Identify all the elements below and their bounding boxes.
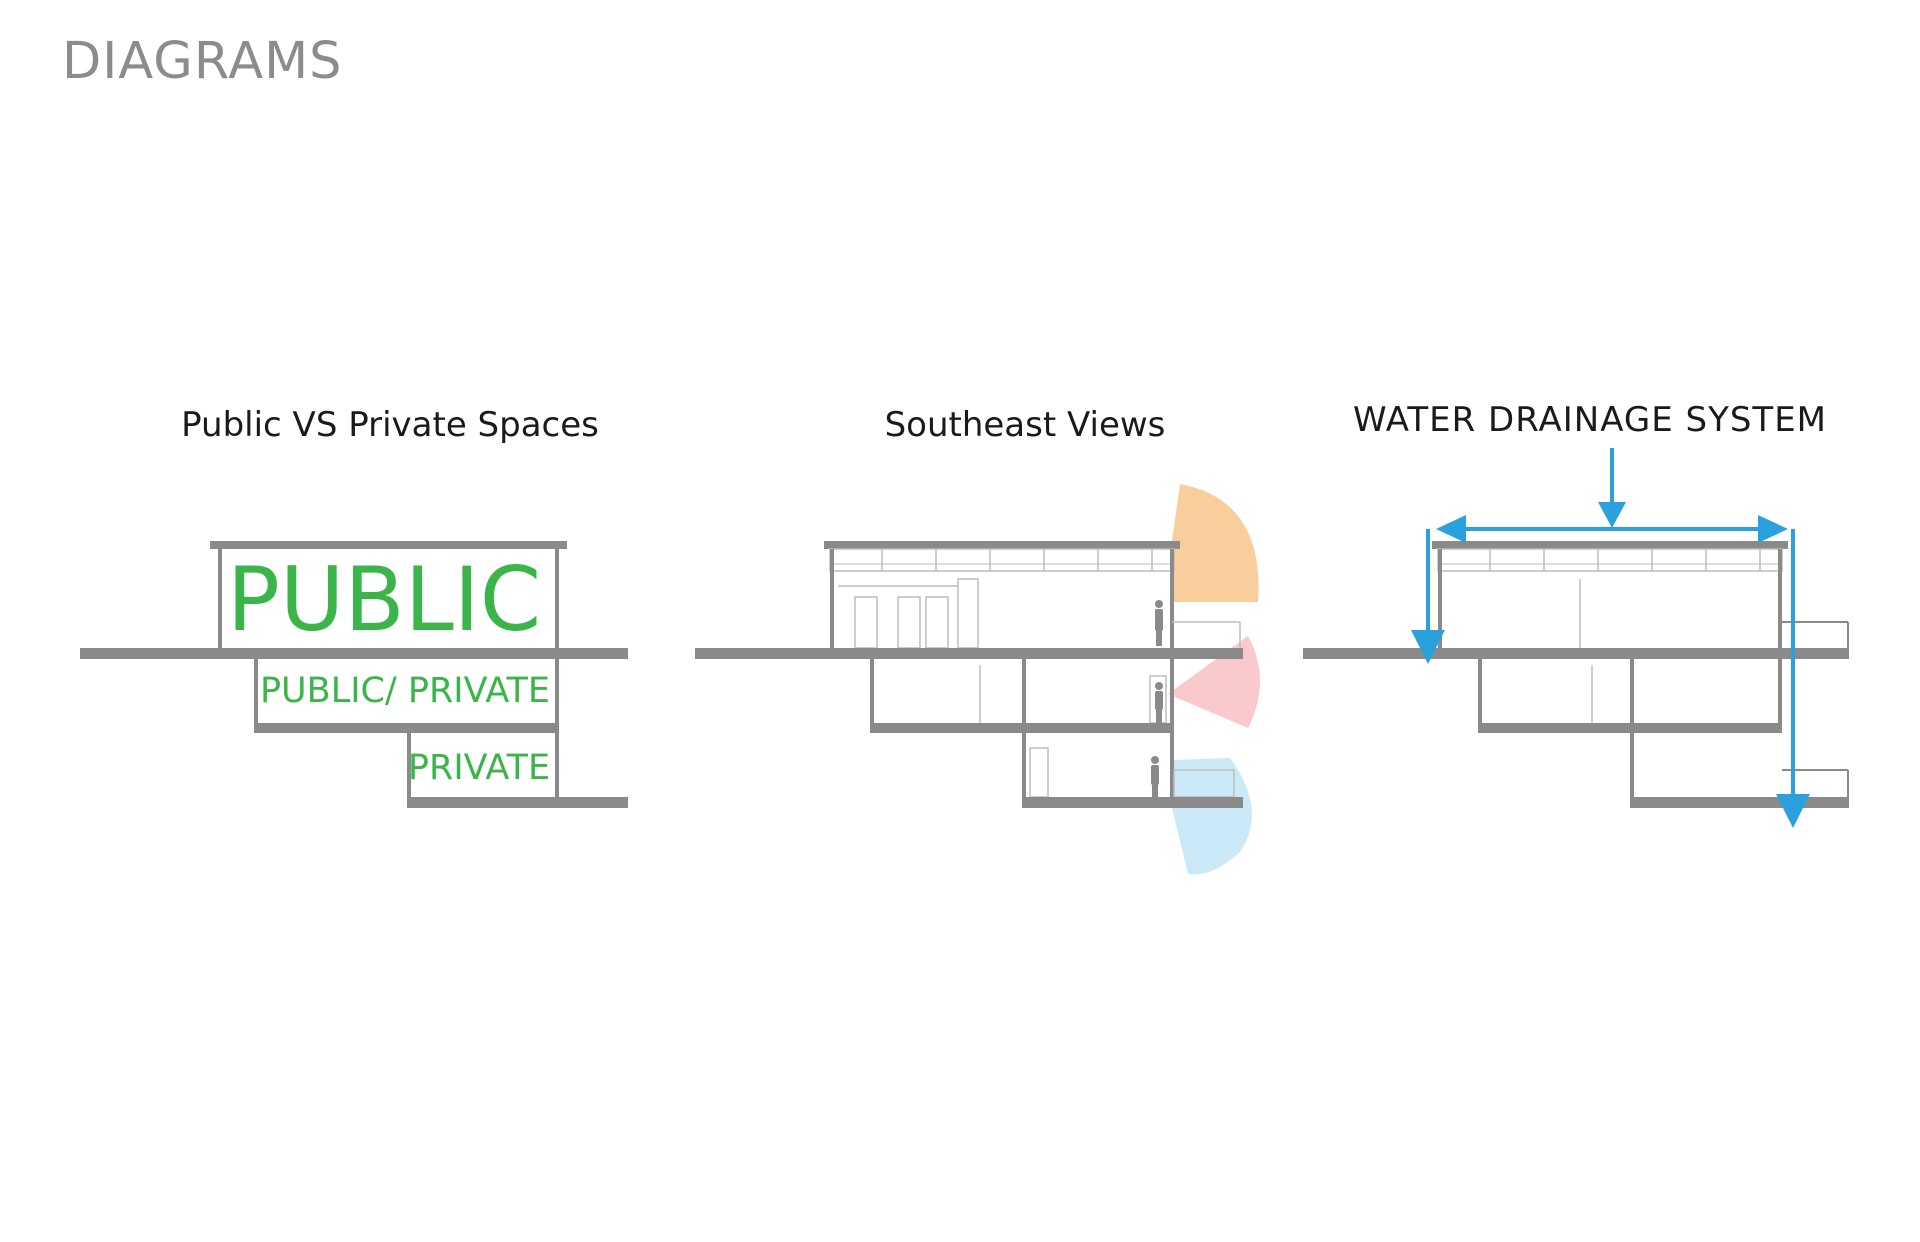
wall xyxy=(1438,549,1442,648)
person-figure-lower xyxy=(1151,756,1159,797)
arrow-head-right-icon xyxy=(1758,515,1788,543)
wall xyxy=(1778,549,1782,648)
middle-slab xyxy=(254,723,559,733)
lower-slab xyxy=(1022,797,1243,808)
clerestory-mullions xyxy=(1489,549,1761,571)
arrow-head-left-icon xyxy=(1436,515,1466,543)
view-cone-blue xyxy=(1172,758,1252,875)
lower-slab xyxy=(1630,797,1849,808)
doors-upper xyxy=(854,578,979,649)
person-figure-upper xyxy=(1155,600,1163,646)
zone-label-public: PUBLIC xyxy=(227,548,541,651)
ground-slab xyxy=(1303,648,1849,659)
panel-title-public-private: Public VS Private Spaces xyxy=(181,405,599,445)
arrow-heads xyxy=(1411,502,1810,828)
roof-slab xyxy=(824,541,1180,549)
wall xyxy=(1170,659,1174,733)
wall xyxy=(1022,659,1026,733)
panel-title-southeast-views: Southeast Views xyxy=(884,405,1166,445)
public-private-diagram: PUBLIC PUBLIC/ PRIVATE PRIVATE xyxy=(80,541,628,808)
page-title: DIAGRAMS xyxy=(62,32,343,91)
panel-title-water-drainage: WATER DRAINAGE SYSTEM xyxy=(1352,400,1828,440)
arrow-head-down-right-icon xyxy=(1776,794,1810,828)
wall xyxy=(1778,659,1782,733)
lower-slab xyxy=(407,797,628,808)
water-drainage-diagram xyxy=(1303,448,1849,828)
wall xyxy=(1170,733,1174,807)
view-cone-orange xyxy=(1172,484,1259,602)
person-figure-middle xyxy=(1155,682,1163,723)
clerestory-mullions xyxy=(881,549,1153,571)
wall xyxy=(555,549,559,650)
wall xyxy=(254,659,258,733)
zone-label-public-private: PUBLIC/ PRIVATE xyxy=(260,671,550,711)
door-lower xyxy=(1029,747,1049,798)
roof-slab xyxy=(1432,541,1788,549)
wall xyxy=(407,733,411,807)
wall xyxy=(218,549,222,650)
ground-slab xyxy=(695,648,1243,659)
zone-label-private: PRIVATE xyxy=(408,748,550,788)
wall xyxy=(830,549,834,648)
wall xyxy=(1630,659,1634,733)
arrow-head-down-icon xyxy=(1598,502,1626,528)
wall xyxy=(870,659,874,733)
roof-slab xyxy=(210,541,567,549)
middle-slab xyxy=(1478,723,1782,733)
wall xyxy=(1478,659,1482,733)
wall xyxy=(555,733,559,807)
arrow-head-down-left-icon xyxy=(1411,630,1445,664)
wall xyxy=(555,659,559,733)
wall xyxy=(1630,733,1634,807)
drainage-arrows xyxy=(1426,448,1795,804)
wall xyxy=(1022,733,1026,807)
wall xyxy=(1170,549,1174,648)
southeast-views-diagram xyxy=(695,484,1260,875)
ground-slab xyxy=(80,648,628,659)
middle-slab xyxy=(870,723,1174,733)
